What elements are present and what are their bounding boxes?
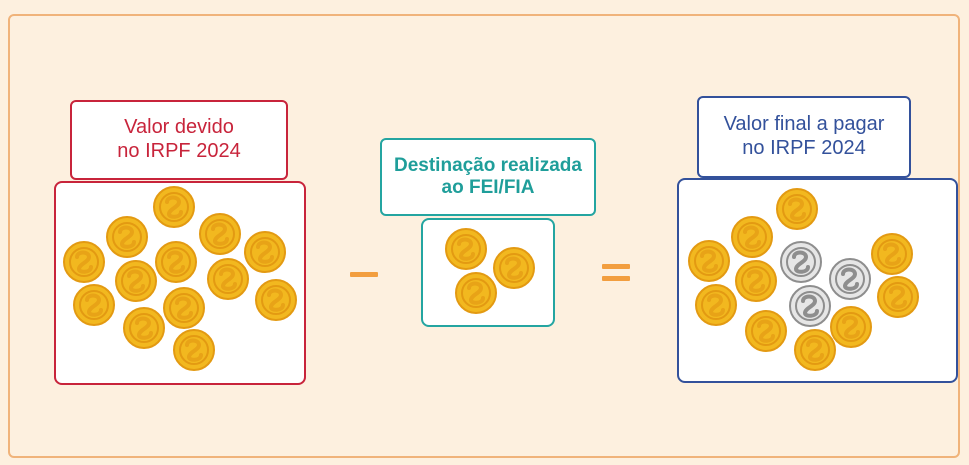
coin-icon — [745, 310, 787, 352]
minus-operator — [350, 272, 378, 277]
coin-icon — [106, 216, 148, 258]
coin-icon — [445, 228, 487, 270]
coin-gray-icon — [789, 285, 831, 327]
final-amount-label: Valor final a pagar no IRPF 2024 — [697, 96, 911, 178]
coin-icon — [871, 233, 913, 275]
coin-icon — [73, 284, 115, 326]
coin-icon — [199, 213, 241, 255]
coin-icon — [455, 272, 497, 314]
coin-icon — [731, 216, 773, 258]
coin-icon — [776, 188, 818, 230]
coin-icon — [115, 260, 157, 302]
owed-tax-label: Valor devido no IRPF 2024 — [70, 100, 288, 180]
coin-icon — [207, 258, 249, 300]
coin-icon — [794, 329, 836, 371]
coin-gray-icon — [829, 258, 871, 300]
diagram-frame — [8, 14, 960, 458]
coin-icon — [255, 279, 297, 321]
coin-icon — [173, 329, 215, 371]
coin-icon — [493, 247, 535, 289]
coin-icon — [877, 276, 919, 318]
coin-icon — [155, 241, 197, 283]
coin-icon — [123, 307, 165, 349]
coin-icon — [153, 186, 195, 228]
coin-icon — [830, 306, 872, 348]
coin-icon — [688, 240, 730, 282]
coin-gray-icon — [780, 241, 822, 283]
coin-icon — [695, 284, 737, 326]
coin-icon — [244, 231, 286, 273]
coin-icon — [163, 287, 205, 329]
equals-operator — [602, 264, 630, 281]
coin-icon — [735, 260, 777, 302]
coin-icon — [63, 241, 105, 283]
donation-label: Destinação realizada ao FEI/FIA — [380, 138, 596, 216]
